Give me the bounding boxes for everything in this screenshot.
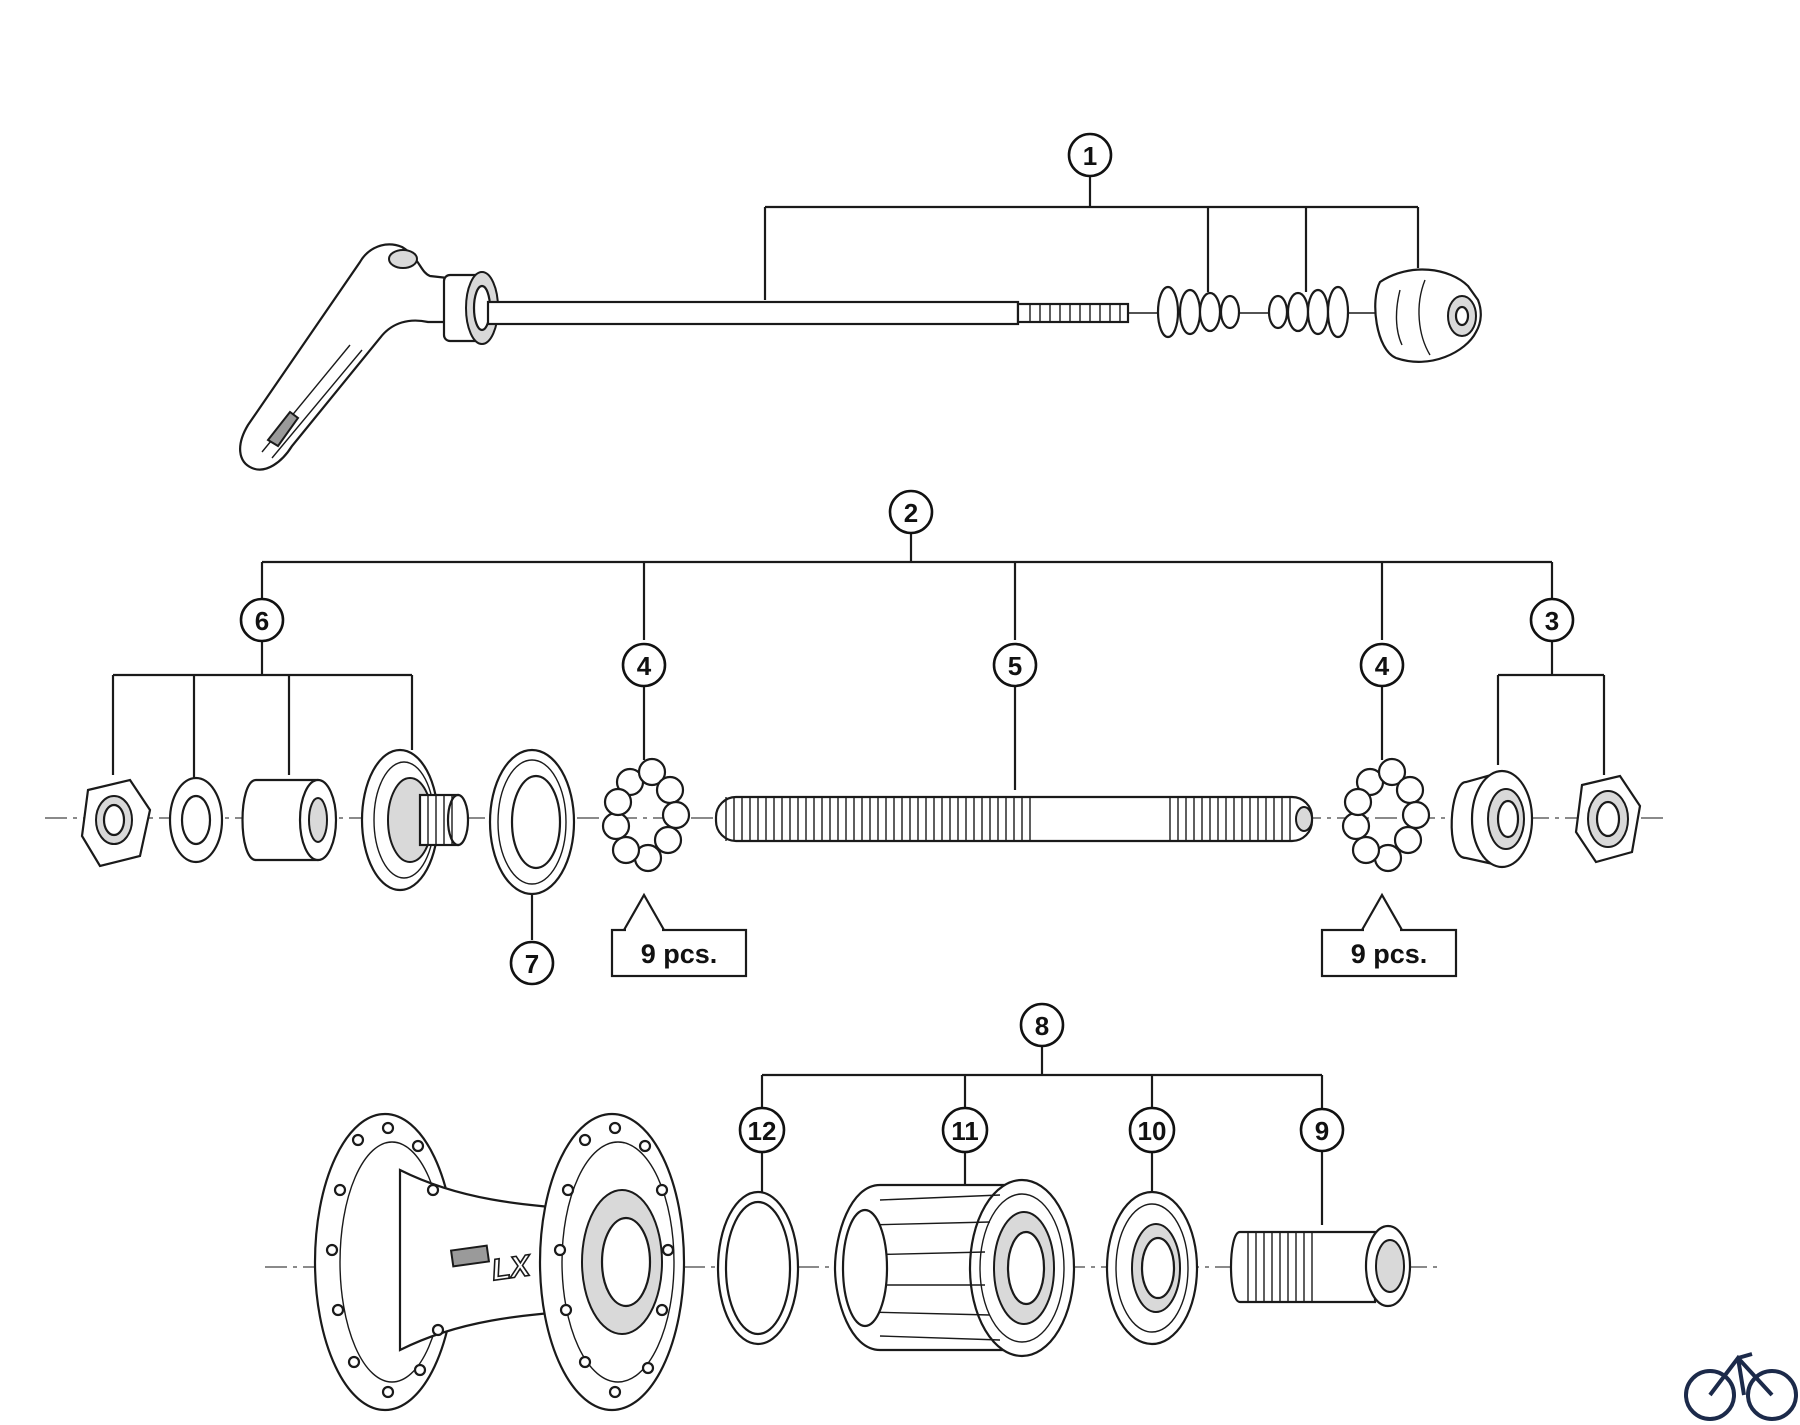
lock-nut-left — [80, 778, 152, 868]
svg-text:11: 11 — [951, 1116, 979, 1146]
qty-box-right: 9 pcs. — [1320, 892, 1458, 978]
svg-text:4: 4 — [1375, 651, 1390, 681]
bolt-threads — [1247, 1232, 1313, 1302]
svg-text:LX: LX — [490, 1249, 535, 1287]
svg-text:6: 6 — [255, 606, 269, 636]
callout-12: 12 — [738, 1106, 786, 1154]
svg-text:9 pcs.: 9 pcs. — [641, 939, 718, 969]
hub-axle-assembly: 9 pcs. 9 pcs. 2 6 4 5 4 — [45, 489, 1665, 986]
freehub-washer — [1105, 1190, 1199, 1346]
cone-left — [360, 748, 470, 892]
freehub-spacer — [716, 1190, 800, 1346]
lock-nut-right — [1574, 774, 1642, 864]
quick-release-skewer: 1 — [239, 132, 1482, 471]
callout-4-left: 4 — [621, 642, 667, 688]
spacer-left — [241, 778, 338, 862]
bicycle-icon — [1684, 1352, 1798, 1421]
hub-brand-mark: LX — [449, 1244, 535, 1288]
svg-text:1: 1 — [1083, 141, 1097, 171]
freehub-fixing-bolt — [1229, 1224, 1412, 1308]
callout-9: 9 — [1299, 1107, 1345, 1153]
dust-cap — [488, 748, 576, 896]
callout-6: 6 — [239, 597, 285, 643]
callout-5: 5 — [992, 642, 1038, 688]
leader-bracket-1 — [763, 175, 1420, 300]
svg-text:5: 5 — [1008, 651, 1022, 681]
callout-7: 7 — [509, 940, 555, 986]
hub-shell: LX — [313, 1112, 686, 1412]
qr-adjusting-nut — [1374, 268, 1482, 363]
leader-bracket-6 — [111, 640, 414, 780]
bearing-balls-left — [601, 757, 691, 873]
callout-1: 1 — [1067, 132, 1113, 178]
leader-bracket-8 — [760, 1045, 1324, 1225]
qr-lever — [239, 243, 499, 471]
bearing-balls-right — [1341, 757, 1431, 873]
axle-threads-right — [1169, 797, 1291, 841]
callout-4-right: 4 — [1359, 642, 1405, 688]
callout-11: 11 — [941, 1106, 989, 1154]
callout-3: 3 — [1529, 597, 1575, 643]
qr-spring-2 — [1267, 285, 1350, 339]
svg-text:2: 2 — [904, 498, 918, 528]
svg-text:8: 8 — [1035, 1011, 1049, 1041]
axle-threads-left — [725, 797, 1031, 841]
callout-8: 8 — [1019, 1002, 1065, 1048]
hub-body-freehub: LX — [265, 1002, 1440, 1412]
svg-text:10: 10 — [1138, 1116, 1167, 1146]
freehub-body — [833, 1178, 1076, 1358]
washer-left — [168, 776, 224, 864]
cone-right — [1450, 769, 1534, 869]
svg-text:12: 12 — [748, 1116, 777, 1146]
qr-spring-1 — [1156, 285, 1241, 339]
svg-text:4: 4 — [637, 651, 652, 681]
qty-box-left: 9 pcs. — [610, 892, 748, 978]
hub-spoke-holes-right — [553, 1121, 675, 1399]
leader-bracket-2 — [260, 533, 1554, 640]
hub-axle — [714, 795, 1314, 843]
svg-text:3: 3 — [1545, 606, 1559, 636]
shaft-threads — [1029, 304, 1121, 322]
callout-10: 10 — [1128, 1106, 1176, 1154]
hub-spoke-holes-left — [325, 1121, 445, 1399]
qr-shaft — [486, 300, 1390, 326]
svg-text:7: 7 — [525, 949, 539, 979]
callout-2: 2 — [888, 489, 934, 535]
leader-bracket-3 — [1496, 640, 1606, 775]
svg-text:9 pcs.: 9 pcs. — [1351, 939, 1428, 969]
svg-text:9: 9 — [1315, 1116, 1329, 1146]
